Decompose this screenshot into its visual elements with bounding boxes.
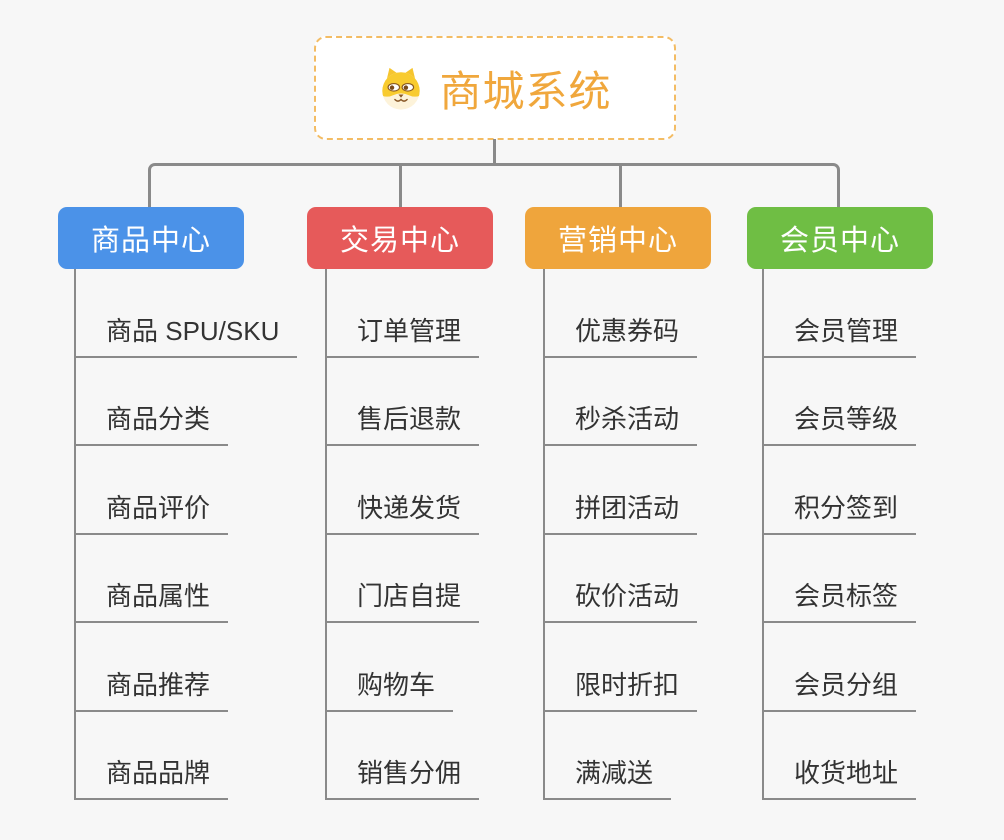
tree-item: 限时折扣 [543,623,778,712]
branch-node-marketing[interactable]: 营销中心 [525,207,711,269]
tree-item: 商品品牌 [74,712,309,800]
branch-node-product[interactable]: 商品中心 [58,207,244,269]
tree-item-label[interactable]: 拼团活动 [543,488,698,535]
tree-item-label[interactable]: 订单管理 [325,311,480,358]
tree-item-label[interactable]: 会员等级 [762,399,917,446]
tree-item-label[interactable]: 商品推荐 [74,665,229,712]
tree-item: 秒杀活动 [543,358,778,446]
tree-item: 商品分类 [74,358,309,446]
connector-drop-trade [399,165,402,207]
tree-item: 会员等级 [762,358,997,446]
tree-item-label[interactable]: 快递发货 [325,488,480,535]
tree-item: 快递发货 [325,446,560,535]
tree-item-label[interactable]: 销售分佣 [325,753,480,800]
tree-item: 收货地址 [762,712,997,800]
tree-item: 拼团活动 [543,446,778,535]
tree-item: 商品推荐 [74,623,309,712]
tree-item: 积分签到 [762,446,997,535]
tree-item-label[interactable]: 优惠券码 [543,311,698,358]
branch-label: 商品中心 [90,225,211,257]
tree-item: 购物车 [325,623,560,712]
tree-item: 商品 SPU/SKU [74,269,309,358]
branch-label: 会员中心 [779,225,900,257]
tree-item-label[interactable]: 商品品牌 [74,753,229,800]
tree-item-label[interactable]: 限时折扣 [543,665,698,712]
tree-item-label[interactable]: 会员分组 [762,665,917,712]
tree-item: 商品属性 [74,535,309,623]
tree-item-label[interactable]: 会员管理 [762,311,917,358]
tree-item: 满减送 [543,712,778,800]
tree-item: 订单管理 [325,269,560,358]
tree-item-label[interactable]: 商品属性 [74,576,229,623]
tree-item-label[interactable]: 砍价活动 [543,576,698,623]
tree-item: 商品评价 [74,446,309,535]
root-node[interactable]: 商城系统 [314,36,676,140]
connector-horizontal-bar [148,163,840,207]
branch-product-children: 商品 SPU/SKU 商品分类 商品评价 商品属性 商品推荐 商品品牌 [74,269,309,800]
connector-drop-marketing [619,165,622,207]
tree-item: 售后退款 [325,358,560,446]
branch-node-member[interactable]: 会员中心 [747,207,933,269]
root-title: 商城系统 [439,67,612,115]
branch-label: 营销中心 [557,225,678,257]
tree-item: 优惠券码 [543,269,778,358]
tree-item-label[interactable]: 秒杀活动 [543,399,698,446]
tree-item-label[interactable]: 满减送 [543,753,672,800]
tree-item-label[interactable]: 会员标签 [762,576,917,623]
tree-item: 会员标签 [762,535,997,623]
branch-member-children: 会员管理 会员等级 积分签到 会员标签 会员分组 收货地址 [762,269,997,800]
branch-label: 交易中心 [339,225,460,257]
connector-root-stem [493,139,496,165]
tree-item-label[interactable]: 商品评价 [74,488,229,535]
tree-item: 会员分组 [762,623,997,712]
tree-item-label[interactable]: 积分签到 [762,488,917,535]
dog-face-icon [382,67,421,110]
tree-item: 会员管理 [762,269,997,358]
tree-item-label[interactable]: 购物车 [325,665,454,712]
tree-item: 销售分佣 [325,712,560,800]
tree-item-label[interactable]: 售后退款 [325,399,480,446]
branch-node-trade[interactable]: 交易中心 [307,207,493,269]
tree-item-label[interactable]: 商品 SPU/SKU [74,311,298,358]
branch-marketing-children: 优惠券码 秒杀活动 拼团活动 砍价活动 限时折扣 满减送 [543,269,778,800]
tree-item: 砍价活动 [543,535,778,623]
tree-item-label[interactable]: 商品分类 [74,399,229,446]
tree-item: 门店自提 [325,535,560,623]
branch-trade-children: 订单管理 售后退款 快递发货 门店自提 购物车 销售分佣 [325,269,560,800]
tree-item-label[interactable]: 门店自提 [325,576,480,623]
tree-item-label[interactable]: 收货地址 [762,753,917,800]
